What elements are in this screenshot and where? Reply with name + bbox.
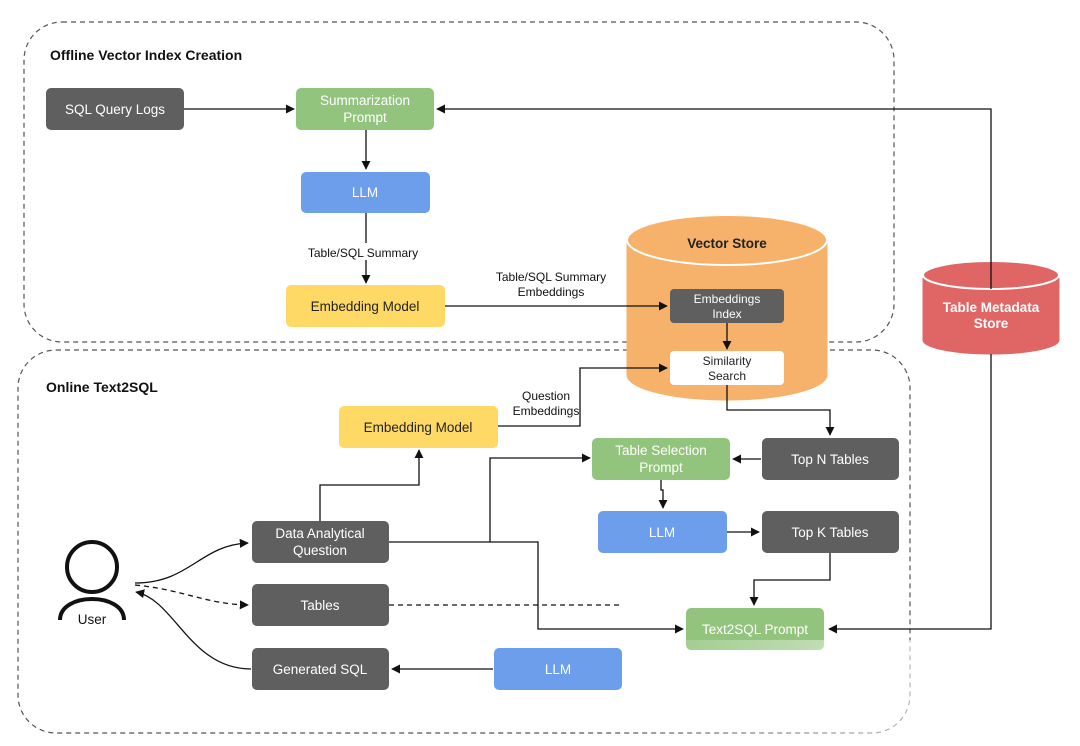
node-top-k-tables-label: Top K Tables [791, 525, 868, 540]
node-top-n-tables-label: Top N Tables [791, 452, 869, 467]
node-sql-query-logs: SQL Query Logs [46, 88, 184, 130]
node-embeddings-index-label-line-1: Embeddings [694, 292, 761, 306]
node-table-selection-prompt-box [592, 438, 730, 480]
edge-question-to-text2sql [490, 541, 684, 634]
node-data-analytical-question: Data Analytical Question [252, 521, 389, 563]
fade-overlay-shape [600, 640, 1080, 746]
table-metadata-store-label-line-1: Table Metadata [943, 300, 1040, 315]
node-llm-table-selection-box [598, 511, 727, 553]
offline-group-border [23, 21, 895, 343]
edge-top-k-to-text2sql [749, 553, 831, 606]
node-embedding-model-offline-box [286, 285, 445, 327]
offline-group: Offline Vector Index Creation [23, 21, 895, 343]
nodes: SQL Query Logs Summarization Prompt LLM … [46, 88, 899, 690]
node-sql-query-logs-box [46, 88, 184, 130]
node-llm-offline-box [301, 172, 430, 213]
node-sql-query-logs-label: SQL Query Logs [65, 102, 165, 117]
node-similarity-search-label-line-1: Similarity [703, 354, 752, 368]
node-summarization-prompt-box [296, 88, 434, 130]
edge-label-question-embeddings-line-1: Question [522, 389, 570, 403]
edge-table-selection-to-llm [658, 480, 668, 509]
edge-metadata-to-text2sql [828, 354, 992, 634]
edge-label-background [302, 243, 428, 260]
node-tables-box [252, 584, 389, 626]
edge-generated-sql-to-user [135, 589, 252, 670]
node-embedding-model-offline-label: Embedding Model [311, 299, 420, 314]
edge-question-embedding-to-similarity [498, 363, 668, 427]
node-data-analytical-question-box [252, 521, 389, 563]
vector-store-top [626, 214, 828, 266]
node-embedding-model-online-label: Embedding Model [364, 420, 473, 435]
node-top-k-tables-box [762, 511, 899, 553]
offline-group-title: Offline Vector Index Creation [50, 47, 242, 63]
node-generated-sql: Generated SQL [252, 648, 389, 690]
edge-question-to-embedding [319, 449, 424, 521]
node-similarity-search-box [670, 351, 784, 385]
vector-store-label: Vector Store [687, 236, 767, 251]
node-top-n-tables: Top N Tables [762, 438, 899, 480]
user-label: User [78, 612, 107, 627]
node-summarization-prompt-label-line-2: Prompt [343, 110, 387, 125]
node-similarity-search: Similarity Search [670, 351, 784, 385]
node-embedding-model-offline: Embedding Model [286, 285, 445, 327]
node-llm-offline-label: LLM [352, 185, 378, 200]
node-data-analytical-question-label-line-1: Data Analytical [275, 526, 364, 541]
node-table-selection-prompt-label-line-2: Prompt [639, 460, 683, 475]
edge-label-summary-embeddings-line-1: Table/SQL Summary [496, 270, 606, 284]
node-llm-table-selection-label: LLM [649, 525, 675, 540]
node-embeddings-index-box [670, 289, 784, 323]
node-top-k-tables: Top K Tables [762, 511, 899, 553]
user-icon-head [65, 540, 119, 594]
node-summarization-prompt-label-line-1: Summarization [320, 93, 410, 108]
edge-user-to-question [134, 538, 249, 584]
node-llm-sql-box [494, 648, 622, 690]
node-top-n-tables-box [762, 438, 899, 480]
node-table-selection-prompt: Table Selection Prompt [592, 438, 730, 480]
node-text2sql-prompt-box [686, 608, 824, 650]
node-llm-offline: LLM [301, 172, 430, 213]
edge-label-summary-embeddings-line-2: Embeddings [518, 285, 585, 299]
fade-overlay [600, 640, 1080, 746]
node-llm-table-selection: LLM [598, 511, 727, 553]
node-data-analytical-question-label-line-2: Question [293, 543, 347, 558]
edge-label-question-embeddings-line-2: Embeddings [513, 404, 580, 418]
edge-question-to-table-selection [389, 453, 591, 543]
node-llm-sql-label: LLM [545, 662, 571, 677]
edge-metadata-to-summarization [436, 104, 992, 289]
node-tables: Tables [252, 584, 389, 626]
edge-label-table-sql-summary: Table/SQL Summary [308, 246, 418, 260]
node-table-selection-prompt-label-line-1: Table Selection [615, 443, 707, 458]
node-generated-sql-label: Generated SQL [273, 662, 368, 677]
node-text2sql-prompt-label: Text2SQL Prompt [702, 622, 808, 637]
node-text2sql-prompt: Text2SQL Prompt [686, 608, 824, 650]
user-icon-body [58, 597, 126, 621]
edge-similarity-to-top-n [726, 385, 835, 436]
edge-user-to-tables [134, 584, 249, 610]
online-group: Online Text2SQL [17, 349, 911, 734]
node-tables-label: Tables [300, 598, 339, 613]
node-embeddings-index-label-line-2: Index [712, 307, 741, 321]
edge-labels: Table/SQL Summary Table/SQL Summary Embe… [302, 243, 606, 418]
node-generated-sql-box [252, 648, 389, 690]
table-metadata-store-label-line-2: Store [974, 316, 1009, 331]
node-similarity-search-label-line-2: Search [708, 369, 746, 383]
online-group-border [17, 349, 911, 734]
node-summarization-prompt: Summarization Prompt [296, 88, 434, 130]
online-group-title: Online Text2SQL [46, 379, 158, 395]
edges [134, 104, 992, 674]
node-user: User [58, 540, 126, 627]
node-embedding-model-online: Embedding Model [339, 406, 498, 448]
node-embedding-model-online-box [339, 406, 498, 448]
node-llm-sql: LLM [494, 648, 622, 690]
node-embeddings-index: Embeddings Index [670, 289, 784, 323]
